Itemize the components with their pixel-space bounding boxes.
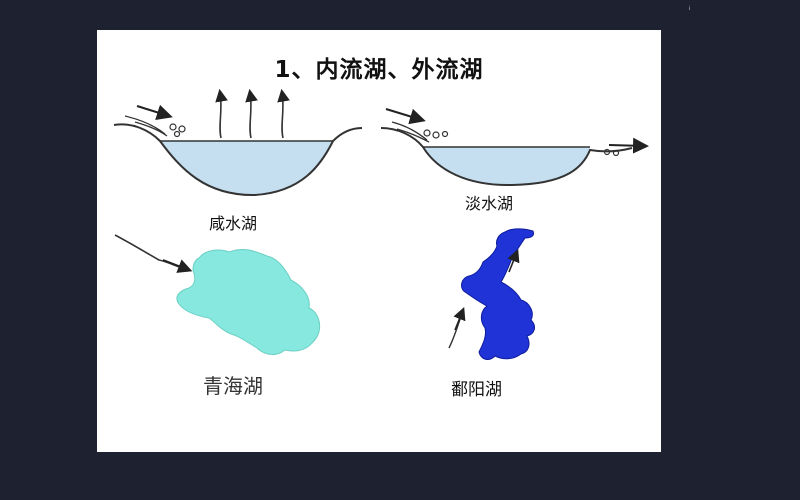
qinghai-lake-map — [114, 234, 321, 355]
qinghai-lake-shape — [176, 249, 321, 355]
poyang-lake-map — [448, 228, 535, 360]
fresh-lake-label: 淡水湖 — [465, 194, 514, 213]
page-title: 1、内流湖、外流湖 — [274, 57, 484, 83]
salt-lake-water — [160, 141, 333, 196]
lake-diagram — [113, 88, 649, 360]
wind-lines — [391, 121, 430, 143]
fresh-lake-basin — [380, 127, 633, 187]
swirl-icon — [169, 123, 186, 138]
swirl-icon — [423, 129, 620, 157]
poyang-lake-label: 鄱阳湖 — [451, 380, 502, 400]
outflow-arrow-icon — [507, 249, 520, 273]
fresh-lake-water — [423, 147, 590, 186]
corner-mark: ꜟ — [688, 0, 691, 13]
inflow-arrow-icon — [385, 108, 426, 125]
fresh-lake-section — [380, 108, 649, 187]
qinghai-lake-label: 青海湖 — [203, 374, 263, 398]
poyang-lake-shape — [461, 228, 535, 360]
inflow-arrow-icon — [136, 104, 173, 121]
inflow-arrow-icon — [453, 307, 466, 331]
salt-lake-section — [113, 88, 363, 197]
salt-lake-basin — [113, 123, 363, 197]
wind-lines — [124, 115, 168, 137]
outflow-arrow-icon — [608, 137, 649, 154]
slide: 1、内流湖、外流湖 咸水湖 淡水湖 青海湖 鄱阳湖 — [97, 30, 661, 452]
evaporation-arrow-icon — [215, 88, 290, 139]
qinghai-inflow-river — [114, 234, 190, 271]
inflow-arrow-icon — [162, 259, 193, 273]
salt-lake-label: 咸水湖 — [209, 214, 258, 233]
